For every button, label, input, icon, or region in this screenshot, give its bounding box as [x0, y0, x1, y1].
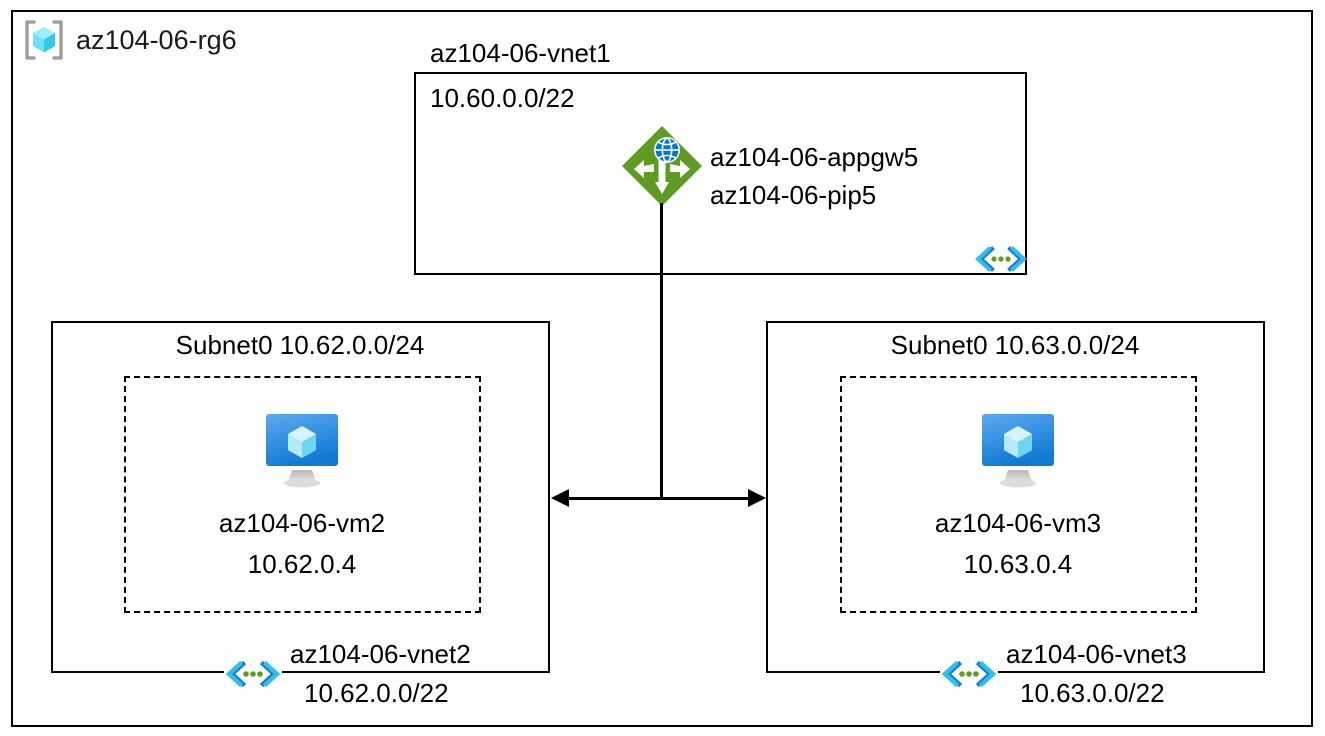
vnet-peering-icon — [975, 245, 1027, 278]
vnet-peering-icon — [940, 659, 998, 694]
vnet-peering-connector-line — [566, 497, 750, 500]
peering-arrow-right — [748, 489, 766, 507]
vnet2-box — [51, 321, 550, 673]
vnet3-address-space: 10.63.0.0/22 — [1016, 678, 1169, 709]
vnet2-vm-name: az104-06-vm2 — [218, 508, 386, 538]
appgw-name: az104-06-appgw5 — [710, 142, 919, 172]
vnet1-box — [414, 72, 1027, 275]
virtual-machine-icon — [977, 412, 1059, 495]
vnet-peering-icon — [224, 659, 282, 694]
vnet2-address-space: 10.62.0.0/22 — [300, 678, 453, 709]
vnet2-name: az104-06-vnet2 — [286, 639, 475, 670]
vnet2-subnet-dashed-boundary — [124, 376, 481, 613]
vnet2-vm-private-ip: 10.62.0.4 — [247, 549, 357, 579]
vnet1-address-space: 10.60.0.0/22 — [430, 83, 575, 113]
gateway-connector-line — [660, 203, 663, 499]
vnet2-subnet-label: Subnet0 10.62.0.0/24 — [175, 330, 425, 360]
appgw-public-ip: az104-06-pip5 — [710, 180, 877, 210]
resource-group-cube-icon — [22, 18, 66, 62]
vnet3-subnet-label: Subnet0 10.63.0.0/24 — [890, 330, 1140, 360]
resource-group-name: az104-06-rg6 — [76, 25, 237, 55]
application-gateway-icon — [620, 124, 704, 213]
resource-group-frame — [11, 10, 1313, 727]
virtual-machine-icon — [261, 412, 343, 495]
vnet3-vm-private-ip: 10.63.0.4 — [963, 549, 1073, 579]
vnet3-name: az104-06-vnet3 — [1002, 639, 1191, 670]
vnet3-box — [766, 321, 1265, 673]
vnet1-name: az104-06-vnet1 — [430, 38, 611, 68]
peering-arrow-left — [551, 489, 569, 507]
resource-group-header: az104-06-rg6 — [22, 18, 237, 62]
vnet3-subnet-dashed-boundary — [840, 376, 1197, 613]
vnet3-vm-name: az104-06-vm3 — [934, 508, 1102, 538]
